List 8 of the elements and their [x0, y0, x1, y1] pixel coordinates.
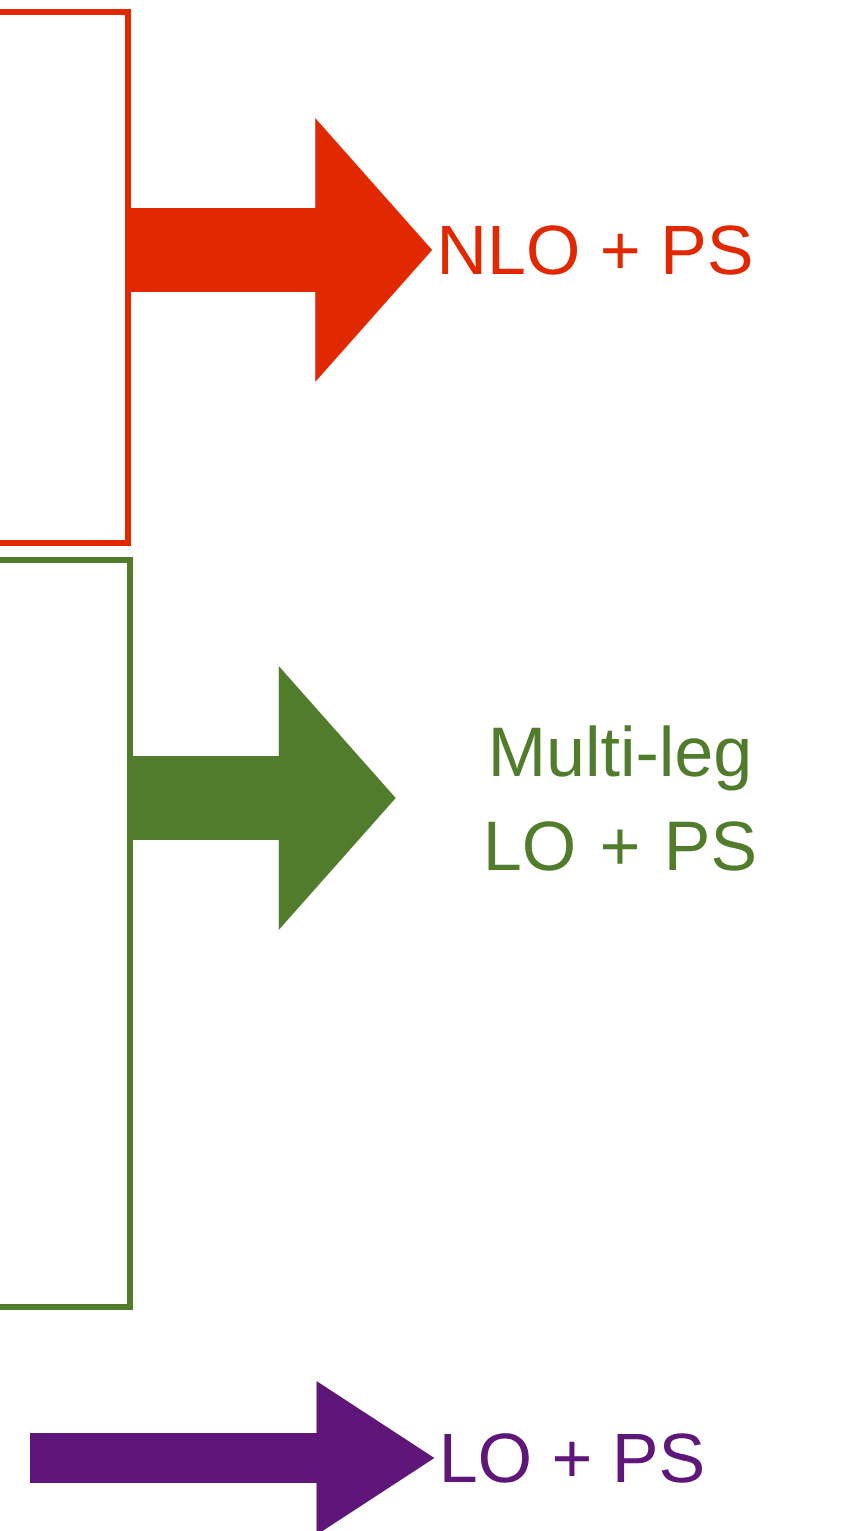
block-arrow [133, 666, 396, 930]
bracket-box [0, 557, 133, 1310]
output-label: Multi-leg LO + PS [488, 725, 754, 871]
block-arrow [131, 118, 433, 382]
bracket-box [0, 9, 131, 546]
output-label: NLO + PS [442, 225, 751, 275]
block-arrow [30, 1381, 435, 1531]
output-label: LO + PS [444, 1433, 702, 1483]
